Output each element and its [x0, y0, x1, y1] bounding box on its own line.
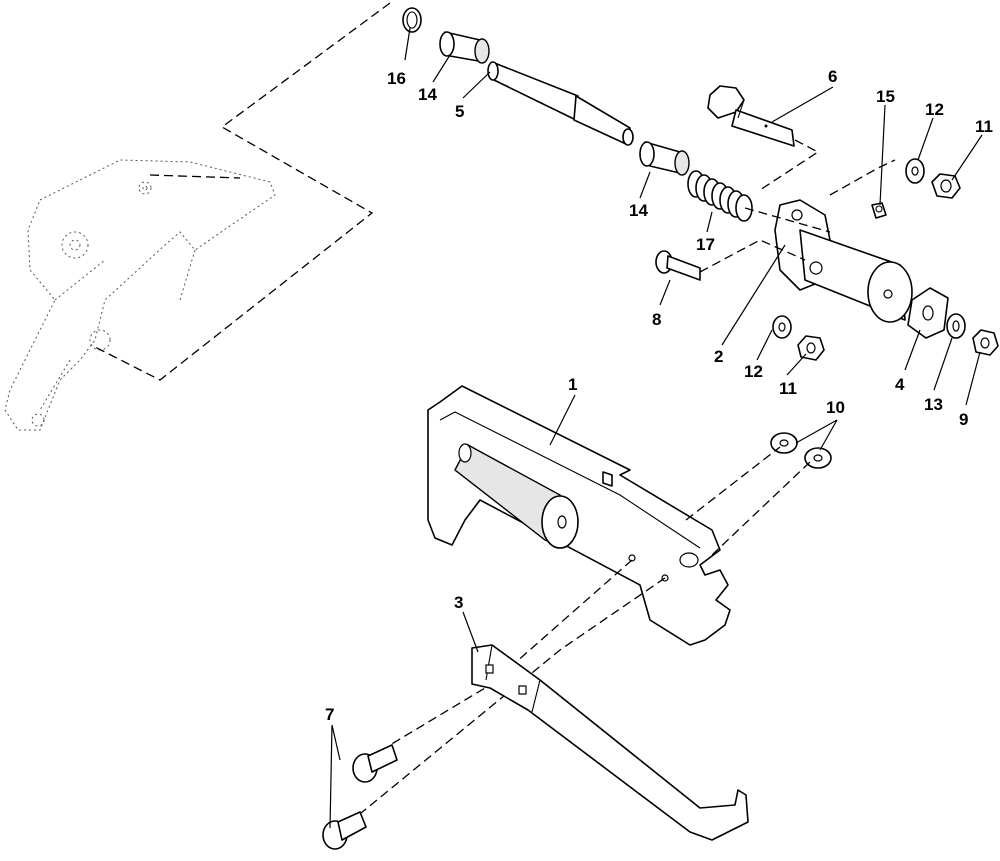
- callout-15: 15: [876, 87, 895, 106]
- part-1-main-bracket: [427, 385, 731, 646]
- callout-7: 7: [325, 705, 334, 724]
- callout-4: 4: [895, 375, 905, 394]
- callout-11-upper: 11: [975, 117, 993, 136]
- part-10-flange-nuts: [770, 432, 832, 469]
- callout-12-upper: 12: [925, 100, 944, 119]
- callout-11-lower: 11: [779, 379, 797, 398]
- part-14-bushing-upper: [439, 31, 490, 64]
- part-8-clevis-pin: [655, 250, 701, 281]
- callout-8: 8: [652, 310, 661, 329]
- part-12-washer-lower: [772, 315, 792, 339]
- callout-3: 3: [454, 593, 463, 612]
- callout-2: 2: [714, 347, 723, 366]
- part-2-pivot-housing: [774, 199, 913, 323]
- part-15-grease-fitting: [871, 202, 887, 219]
- callout-5: 5: [455, 102, 464, 121]
- part-16-snap-ring: [402, 7, 422, 33]
- callout-13: 13: [924, 395, 943, 414]
- part-12-washer-upper: [905, 158, 925, 184]
- callout-14-upper: 14: [418, 85, 437, 104]
- part-17-spring: [687, 170, 753, 222]
- callout-6: 6: [828, 67, 837, 86]
- part-6-hex-bolt: [707, 85, 795, 147]
- callout-9: 9: [959, 410, 968, 429]
- callout-14-lower: 14: [629, 201, 648, 220]
- part-9-nut: [972, 329, 999, 356]
- dashed-assembly-box: [94, 2, 391, 381]
- part-4-hex-plate: [907, 287, 949, 339]
- part-7-carriage-bolts: [322, 744, 398, 850]
- callout-12-lower: 12: [744, 362, 763, 381]
- part-13-washer: [946, 313, 966, 339]
- callout-labels: 1 2 3 4 5 6 7 8 9 10 11 11 12 12 13 14 1…: [325, 67, 993, 724]
- part-11-nut-upper: [931, 173, 961, 199]
- part-3-support-bar: [471, 644, 749, 841]
- callout-1: 1: [568, 375, 577, 394]
- leader-lines: [329, 27, 983, 829]
- callout-17: 17: [696, 235, 715, 254]
- part-5-pivot-shaft: [487, 61, 634, 146]
- callout-10: 10: [826, 398, 845, 417]
- part-11-nut-lower: [797, 335, 825, 361]
- part-14-bushing-lower: [639, 141, 690, 176]
- phantom-lever-arm: [4, 159, 276, 431]
- callout-16: 16: [387, 69, 406, 88]
